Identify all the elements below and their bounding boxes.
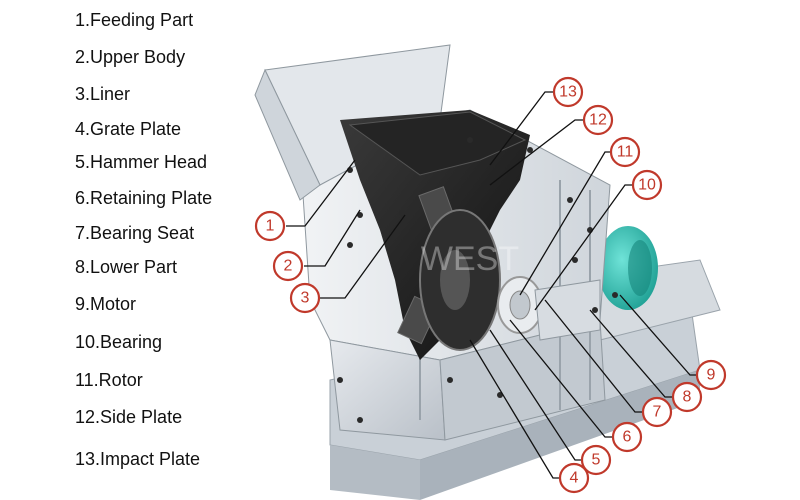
legend-item-feeding-part: 1.Feeding Part	[75, 10, 194, 30]
svg-text:10: 10	[638, 177, 656, 194]
legend-item-lower-part: 8.Lower Part	[75, 257, 178, 277]
svg-text:11: 11	[617, 144, 634, 161]
callout-10: 10	[631, 169, 663, 201]
legend-item-retaining-plate: 6.Retaining Plate	[75, 188, 213, 208]
svg-text:2: 2	[284, 258, 293, 275]
legend-item-hammer-head: 5.Hammer Head	[75, 152, 208, 172]
svg-text:6: 6	[623, 429, 632, 446]
svg-text:12: 12	[589, 112, 607, 129]
motor-body	[598, 226, 658, 310]
legend-item-grate-plate: 4.Grate Plate	[75, 119, 182, 139]
callout-3: 3	[289, 282, 321, 314]
watermark-logo: WEST	[421, 240, 519, 278]
crushing-chamber-cutaway	[340, 110, 530, 360]
callout-5: 5	[580, 444, 612, 476]
legend-item-bearing: 10.Bearing	[75, 332, 163, 352]
legend-item-bearing-seat: 7.Bearing Seat	[75, 223, 195, 243]
callout-1: 1	[254, 210, 286, 242]
svg-text:7: 7	[653, 404, 662, 421]
feeding-hopper	[254, 44, 451, 201]
legend-item-motor: 9.Motor	[75, 294, 137, 314]
legend-item-side-plate: 12.Side Plate	[75, 407, 183, 427]
legend-item-upper-body: 2.Upper Body	[75, 47, 186, 67]
callout-12: 12	[582, 104, 614, 136]
parts-legend: 1.Feeding Part 2.Upper Body 3.Liner 4.Gr…	[0, 0, 260, 500]
callout-7: 7	[641, 396, 673, 428]
svg-text:5: 5	[592, 452, 601, 469]
callout-11: 11	[609, 136, 641, 168]
callout-8: 8	[671, 381, 703, 413]
svg-text:4: 4	[570, 470, 579, 487]
callout-9: 9	[695, 359, 727, 391]
svg-text:9: 9	[707, 367, 716, 384]
callout-4: 4	[558, 462, 590, 494]
legend-item-rotor: 11.Rotor	[75, 370, 143, 390]
callout-13: 13	[552, 76, 584, 108]
svg-text:8: 8	[683, 389, 692, 406]
legend-item-liner: 3.Liner	[75, 84, 131, 104]
svg-text:1: 1	[266, 218, 275, 235]
legend-item-impact-plate: 13.Impact Plate	[75, 449, 201, 469]
callout-2: 2	[272, 250, 304, 282]
svg-text:13: 13	[559, 84, 577, 101]
callout-6: 6	[611, 421, 643, 453]
svg-text:3: 3	[301, 290, 310, 307]
